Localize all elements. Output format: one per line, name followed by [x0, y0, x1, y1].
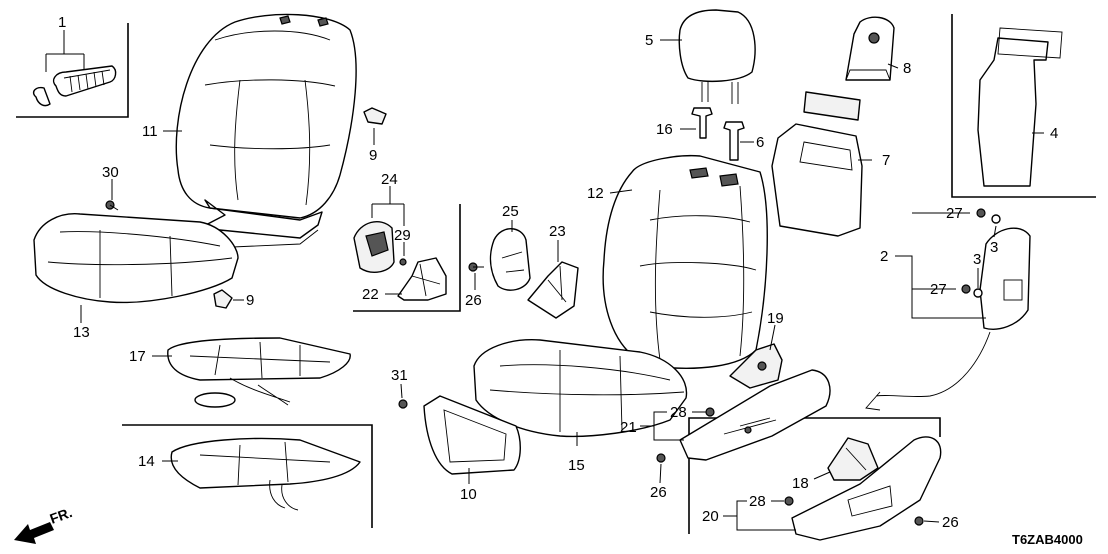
- part-10-side-trim: [423, 395, 521, 475]
- part-25-cover: [489, 228, 531, 291]
- part-17-seat-heater: [167, 337, 351, 408]
- callout-2: 2: [880, 248, 888, 265]
- callout-26-mid: 26: [650, 484, 667, 501]
- part-23-cover: [527, 261, 579, 319]
- part-8-trim: [845, 16, 895, 81]
- part-21-side-trim: [679, 369, 831, 461]
- callout-9-lower: 9: [246, 292, 254, 309]
- callout-28-upper: 28: [670, 404, 687, 421]
- part-9-clip-upper: [363, 107, 387, 125]
- part-28-screw-lower: [784, 496, 794, 506]
- callout-27-lower: 27: [930, 281, 947, 298]
- part-6-headrest-guide: [723, 121, 745, 161]
- part-9-clip-lower: [213, 289, 233, 309]
- part-26-screw-mid: [656, 453, 666, 463]
- part-4-back-cover: [977, 27, 1063, 187]
- callout-12: 12: [587, 185, 604, 202]
- callout-9-upper: 9: [369, 147, 377, 164]
- callout-7: 7: [882, 152, 890, 169]
- callout-3-lower: 3: [973, 251, 981, 268]
- callout-18: 18: [792, 475, 809, 492]
- part-13-seat-cushion-cover: [33, 213, 239, 304]
- part-2-side-airbag: [865, 227, 1031, 411]
- callout-labels: 1 2 3 3 4 5 6 7 8 9 9 10 11 12 13 14 15 …: [58, 14, 1058, 531]
- callout-13: 13: [73, 324, 90, 341]
- part-3-washer-upper: [991, 214, 1001, 224]
- callout-31: 31: [391, 367, 408, 384]
- callout-17: 17: [129, 348, 146, 365]
- part-30-screw: [105, 200, 119, 211]
- callout-28-lower: 28: [749, 493, 766, 510]
- part-11-seat-back-cover: [175, 13, 357, 249]
- part-14-seat-heater: [170, 437, 361, 511]
- callout-22: 22: [362, 286, 379, 303]
- callout-26-lower: 26: [942, 514, 959, 531]
- callout-15: 15: [568, 457, 585, 474]
- part-26-screw-lower: [914, 516, 924, 526]
- callout-25: 25: [502, 203, 519, 220]
- callout-29: 29: [394, 227, 411, 244]
- part-27-nut-upper: [976, 208, 986, 218]
- part-31-screw: [398, 399, 408, 409]
- callout-6: 6: [756, 134, 764, 151]
- callout-24: 24: [381, 171, 398, 188]
- diagram-code: T6ZAB4000: [1012, 532, 1083, 547]
- part-3-washer-lower: [973, 288, 983, 298]
- part-28-screw-upper: [705, 407, 715, 417]
- part-5-headrest: [678, 9, 756, 104]
- callout-14: 14: [138, 453, 155, 470]
- part-12-seat-back: [602, 154, 768, 369]
- direction-label: FR.: [48, 504, 75, 527]
- part-18-switch: [827, 437, 879, 481]
- part-29-screw: [399, 258, 407, 266]
- callout-20: 20: [702, 508, 719, 525]
- callout-10: 10: [460, 486, 477, 503]
- callout-4: 4: [1050, 125, 1058, 142]
- part-22-cover: [397, 257, 447, 301]
- callout-1: 1: [58, 14, 66, 31]
- part-19-bracket: [729, 343, 783, 389]
- callout-3-upper: 3: [990, 239, 998, 256]
- leader-lines: [45, 30, 1044, 531]
- frame-lines: [16, 14, 1096, 534]
- part-7-back-panel: [771, 91, 863, 237]
- callout-26-upper: 26: [465, 292, 482, 309]
- part-1-clips: [32, 65, 117, 107]
- callout-5: 5: [645, 32, 653, 49]
- callout-21: 21: [620, 419, 637, 436]
- part-26-screw-upper: [468, 262, 484, 272]
- part-27-nut-lower: [961, 284, 971, 294]
- part-20-side-trim: [791, 436, 942, 541]
- callout-23: 23: [549, 223, 566, 240]
- part-16-headrest-guide: [691, 107, 713, 139]
- callout-30: 30: [102, 164, 119, 181]
- front-direction-arrow: FR.: [14, 504, 74, 544]
- callout-8: 8: [903, 60, 911, 77]
- callout-11: 11: [142, 123, 158, 140]
- part-24-bracket: [353, 220, 395, 273]
- part-15-seat-cushion: [473, 339, 688, 438]
- callout-19: 19: [767, 310, 784, 327]
- callout-27-upper: 27: [946, 205, 963, 222]
- callout-16: 16: [656, 121, 673, 138]
